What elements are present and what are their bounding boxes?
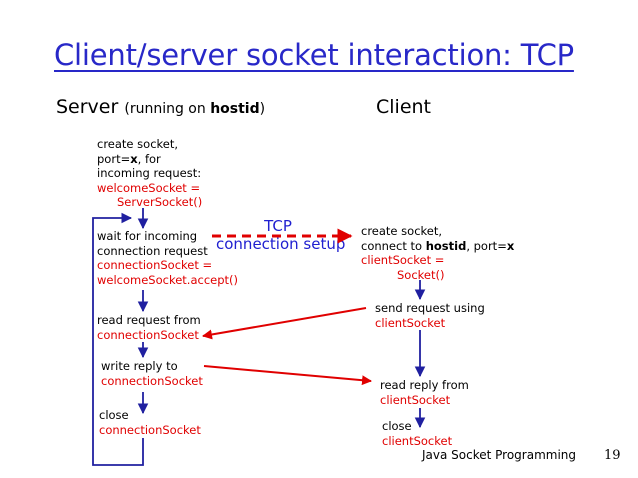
server-header: Server (running on hostid) xyxy=(56,96,265,118)
client-read-step: read reply from clientSocket xyxy=(380,378,469,407)
server-write-step: write reply to connectionSocket xyxy=(101,359,203,388)
server-label: Server xyxy=(56,96,119,118)
server-loop-arrow xyxy=(92,212,144,466)
server-note: (running on hostid) xyxy=(124,101,266,117)
page-title: Client/server socket interaction: TCP xyxy=(54,38,574,72)
footer-text: Java Socket Programming xyxy=(422,448,577,462)
request-arrow xyxy=(202,307,367,340)
client-header: Client xyxy=(376,96,432,118)
server-wait-step: wait for incoming connection request con… xyxy=(97,229,239,287)
client-create-socket-step: create socket, connect to hostid, port=x… xyxy=(361,224,515,282)
client-send-step: send request using clientSocket xyxy=(375,301,485,330)
reply-arrow xyxy=(203,365,372,386)
client-close-step: close clientSocket xyxy=(382,419,453,448)
welcome-socket-code: welcomeSocket = xyxy=(97,180,201,195)
client-socket-code: clientSocket = xyxy=(361,253,445,267)
server-read-step: read request from connectionSocket xyxy=(97,313,201,342)
page-number: 19 xyxy=(604,448,621,463)
server-create-socket-step: create socket, port=x, for incoming requ… xyxy=(97,137,203,209)
server-close-step: close connectionSocket xyxy=(99,408,201,437)
connection-socket-code: connectionSocket = xyxy=(97,258,213,272)
tcp-connection-setup-label: TCP connection setup xyxy=(216,217,346,253)
